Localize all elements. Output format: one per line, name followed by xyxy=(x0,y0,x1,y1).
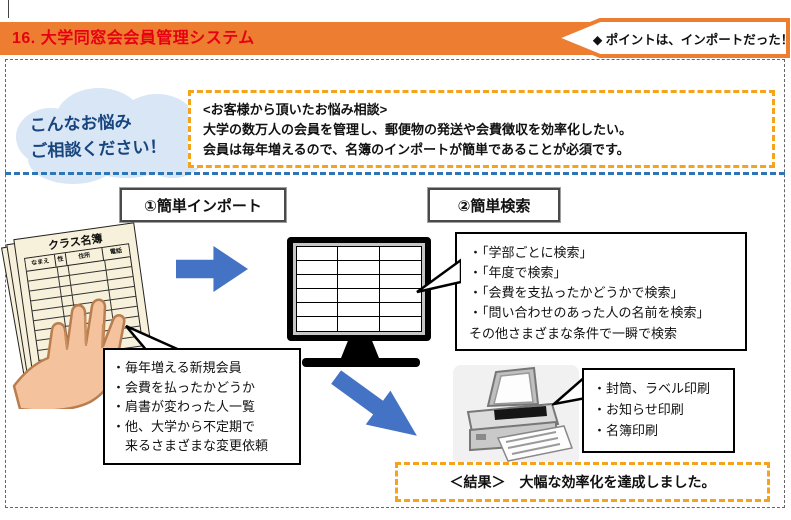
import-item: ・肩書が変わった人一覧 xyxy=(112,399,256,414)
point-banner-shape xyxy=(553,18,790,58)
monitor-screen-grid xyxy=(296,246,422,332)
search-item: その他さまざまな条件で一瞬で検索 xyxy=(469,325,678,341)
roster-col-address: 住所 xyxy=(65,247,105,265)
cloud-blob-icon xyxy=(74,120,178,178)
worry-cloud-text: こんなお悩み ご相談ください！ xyxy=(29,107,201,166)
monitor-illustration xyxy=(287,237,431,341)
search-item: ・「会費を支払ったかどうかで検索」 xyxy=(469,285,684,301)
roster-col-phone: 電話 xyxy=(109,248,123,256)
search-item: ・「問い合わせのあった人の名前を検索」 xyxy=(469,305,710,321)
result-box: ＜結果＞ 大幅な効率化を達成しました。 xyxy=(395,462,770,502)
consult-box: <お客様から頂いたお悩み相談> 大学の数万人の会員を管理し、郵便物の発送や会費徴… xyxy=(188,90,775,168)
consult-line2: 会員は毎年増えるので、名簿のインポートが簡単であることが必須です。 xyxy=(203,142,630,158)
consult-line1: 大学の数万人の会員を管理し、郵便物の発送や会費徴収を効率化したい。 xyxy=(203,122,633,138)
print-item: ・名簿印刷 xyxy=(593,422,659,438)
monitor-stand xyxy=(341,341,379,358)
search-callout: ・「学部ごとに検索」 ・「年度で検索」 ・「会費を支払ったかどうかで検索」 ・「… xyxy=(455,232,747,351)
page-edge-mark xyxy=(8,0,9,18)
import-item: ・会費を払ったかどうか xyxy=(112,379,256,395)
point-banner-text: ◆ ポイントは、インポートだった！ xyxy=(592,32,791,47)
worry-cloud: こんなお悩み ご相談ください！ xyxy=(14,86,210,190)
import-callout: ・毎年増える新規会員 ・会費を払ったかどうか ・肩書が変わった人一覧 ・他、大学… xyxy=(103,348,301,465)
hand-icon xyxy=(12,298,126,409)
content-frame xyxy=(5,59,785,508)
search-callout-pointer xyxy=(416,258,461,294)
roster-illustration: クラス名簿 なまえ 性 住所 電話 xyxy=(1,222,188,409)
print-item: ・封筒、ラベル印刷 xyxy=(593,381,711,396)
page-title: 16. 大学同窓会会員管理システム xyxy=(12,30,255,47)
search-item: ・「学部ごとに検索」 xyxy=(469,245,593,260)
monitor-base xyxy=(302,358,420,367)
import-item: 来るさまざまな変更依頼 xyxy=(112,438,269,453)
print-item: ・お知らせ印刷 xyxy=(593,401,684,417)
roster-col-name: なまえ xyxy=(25,254,57,271)
blue-dashed-divider xyxy=(5,172,785,175)
import-item: ・他、大学から不定期で xyxy=(112,418,256,434)
search-item: ・「年度で検索」 xyxy=(469,265,567,281)
step1-import-label: ①簡単インポート xyxy=(120,188,286,222)
step2-search-label: ②簡単検索 xyxy=(428,188,560,222)
import-item: ・毎年増える新規会員 xyxy=(112,360,242,375)
printer-icon xyxy=(453,365,579,465)
consult-title: <お客様から頂いたお悩み相談> xyxy=(203,102,388,117)
print-callout: ・封筒、ラベル印刷 ・お知らせ印刷 ・名簿印刷 xyxy=(582,368,735,453)
